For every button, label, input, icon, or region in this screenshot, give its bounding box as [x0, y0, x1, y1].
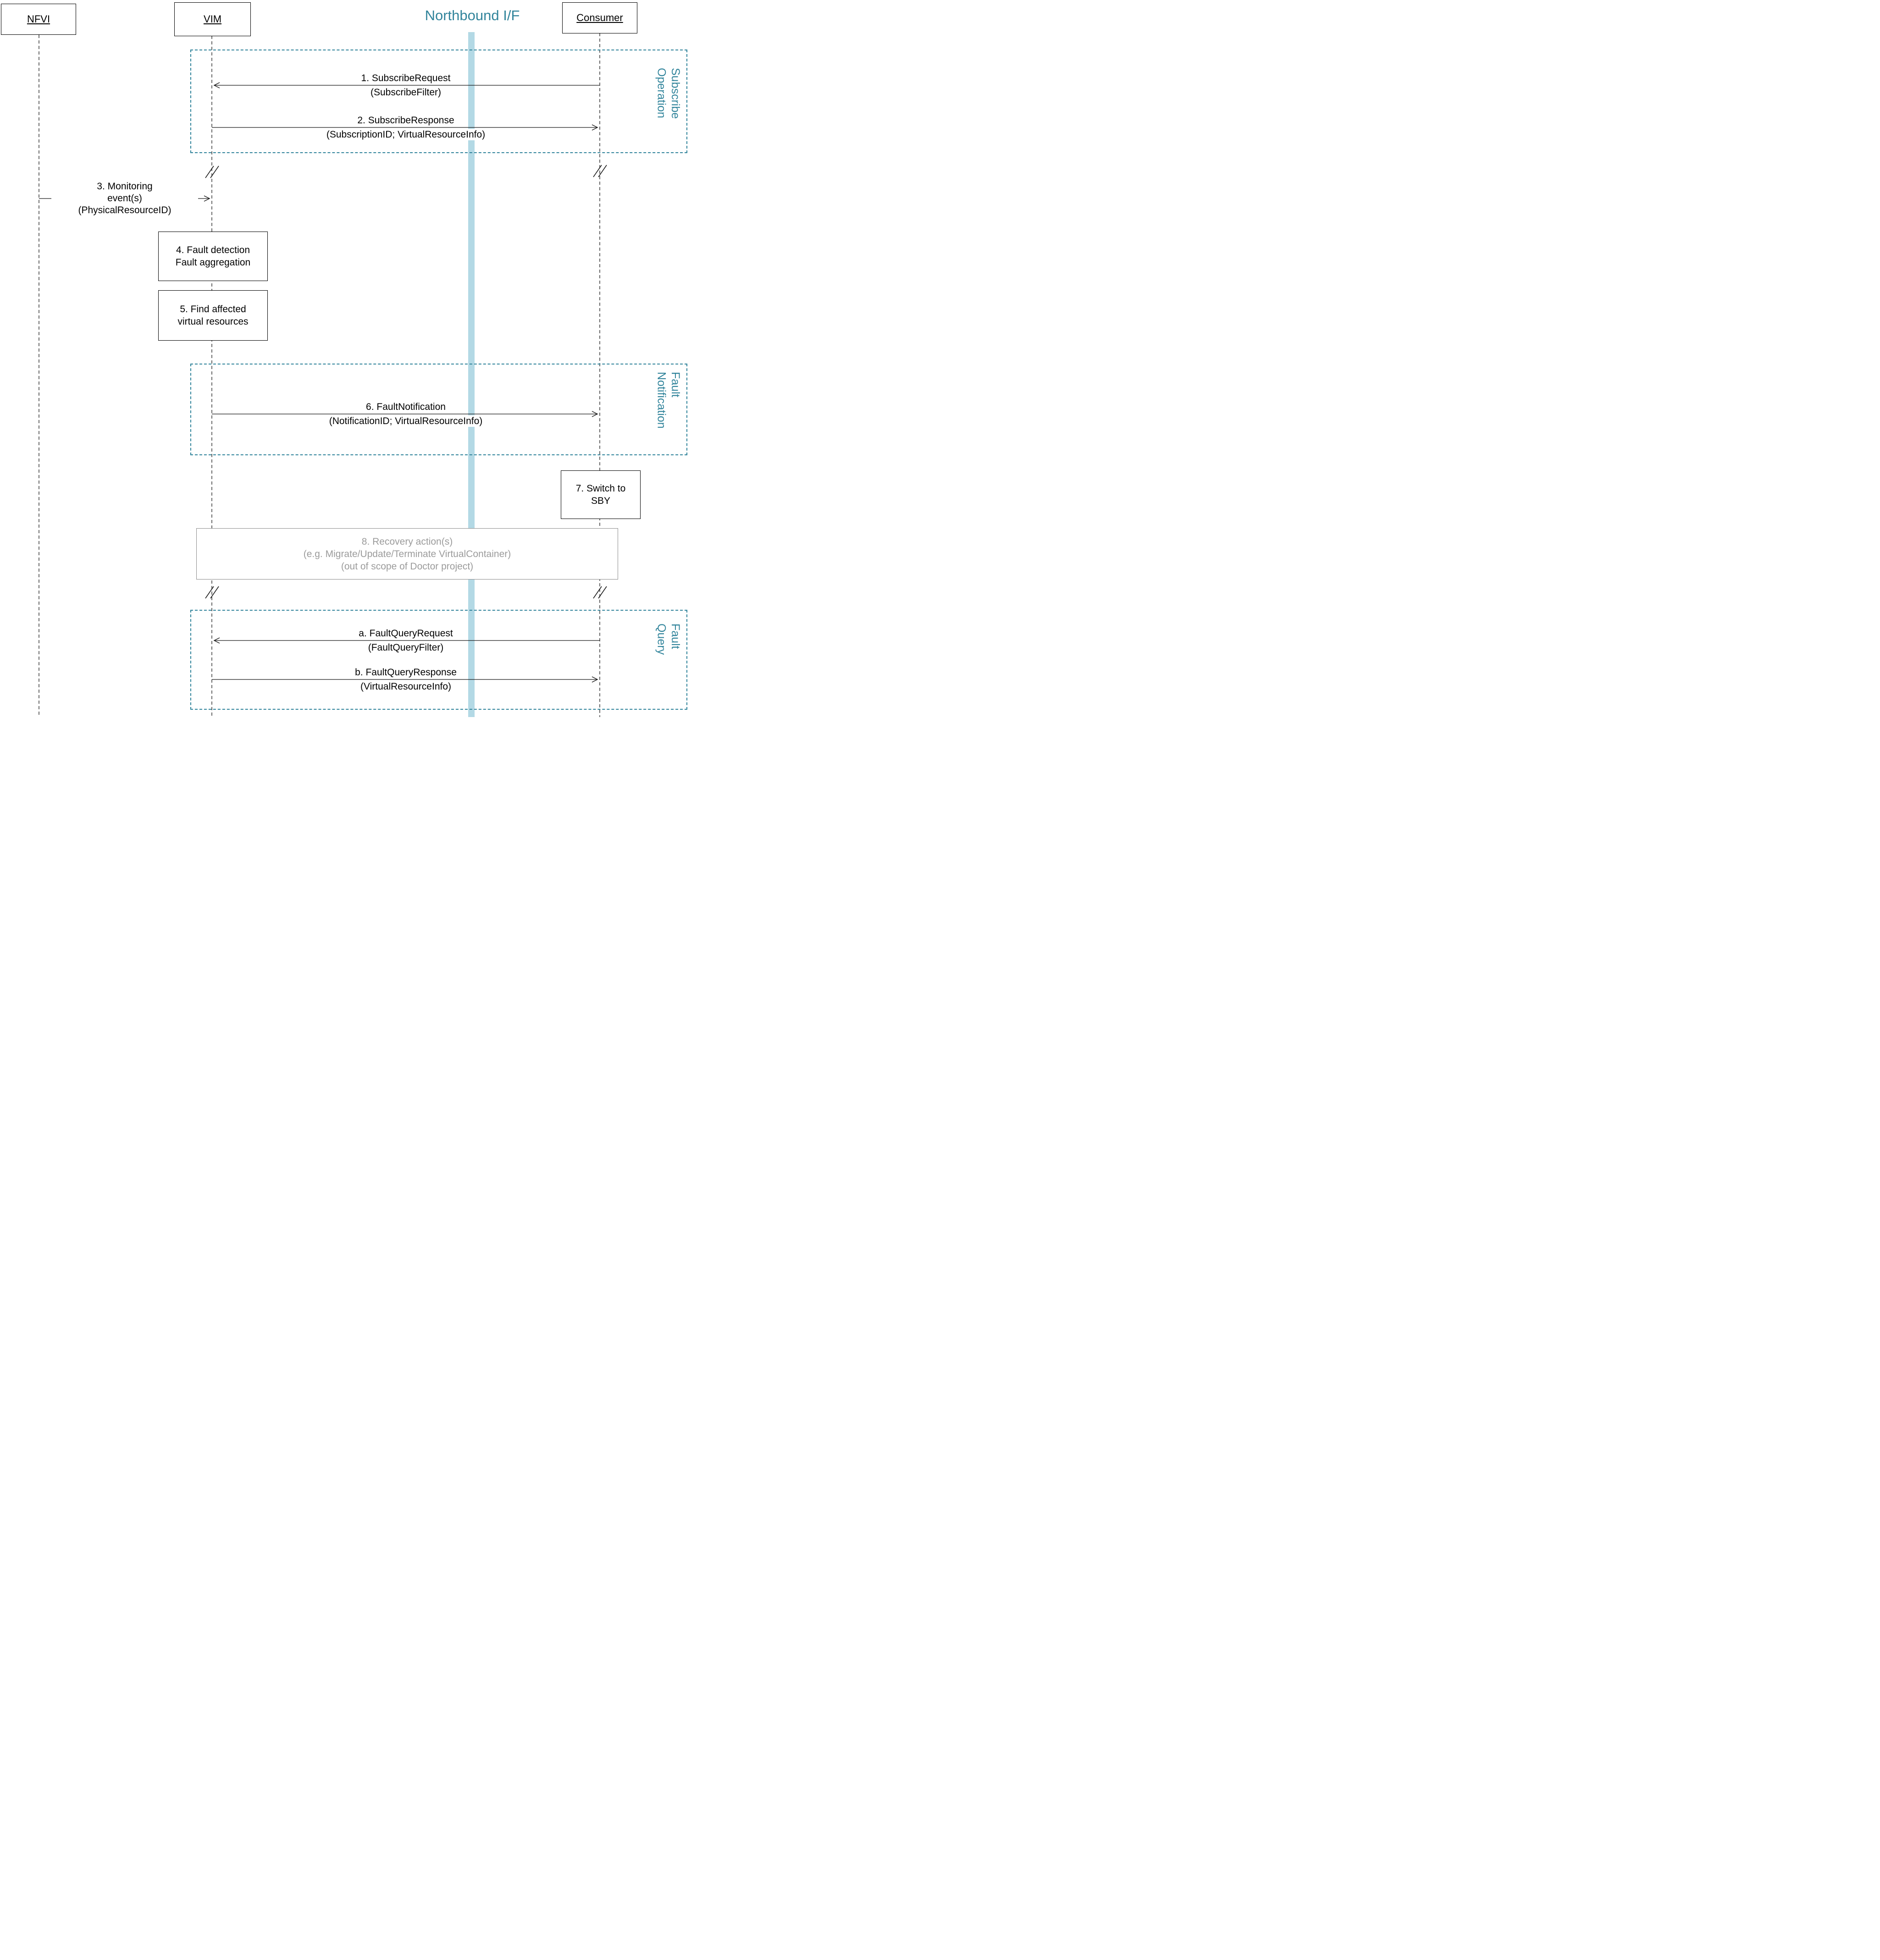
- break-mark-vim-top: [205, 166, 219, 178]
- actor-label-consumer: Consumer: [576, 12, 623, 23]
- activity-recovery-actions-line2: (e.g. Migrate/Update/Terminate VirtualCo…: [303, 548, 511, 559]
- region-fault-query: Fault Query: [190, 610, 687, 710]
- activity-recovery-actions-line3: (out of scope of Doctor project): [341, 561, 474, 572]
- message-monitoring-events-line2: event(s): [107, 193, 142, 204]
- message-subscribe-request: 1. SubscribeRequest (SubscribeFilter): [291, 72, 520, 98]
- activity-recovery-actions: 8. Recovery action(s) (e.g. Migrate/Upda…: [196, 528, 618, 580]
- actor-box-vim: VIM: [174, 2, 251, 36]
- message-subscribe-response-line2: (SubscriptionID; VirtualResourceInfo): [324, 129, 488, 140]
- activity-find-affected-resources-line1: 5. Find affected: [180, 304, 246, 315]
- region-fault-query-label: Fault Query: [654, 624, 683, 655]
- message-fault-query-request-line2: (FaultQueryFilter): [365, 642, 446, 653]
- region-fault-notification-label: Fault Notification: [654, 372, 683, 429]
- activity-fault-detection-line1: 4. Fault detection: [176, 245, 250, 255]
- message-monitoring-events-line3: (PhysicalResourceID): [78, 205, 171, 215]
- message-fault-query-response: b. FaultQueryResponse (VirtualResourceIn…: [291, 667, 520, 692]
- message-subscribe-response: 2. SubscribeResponse (SubscriptionID; Vi…: [291, 115, 520, 140]
- message-fault-notification-line2: (NotificationID; VirtualResourceInfo): [326, 415, 485, 427]
- region-subscribe-label-line1: Subscribe: [669, 68, 682, 119]
- activity-fault-detection-line2: Fault aggregation: [175, 257, 251, 268]
- break-mark-consumer-top: [593, 165, 607, 177]
- message-subscribe-request-line1: 1. SubscribeRequest: [359, 72, 453, 84]
- activity-fault-detection: 4. Fault detection Fault aggregation: [158, 232, 268, 281]
- message-fault-query-request: a. FaultQueryRequest (FaultQueryFilter): [291, 628, 520, 653]
- activity-switch-to-sby-line1: 7. Switch to: [575, 483, 626, 494]
- message-subscribe-request-line2: (SubscribeFilter): [368, 87, 444, 98]
- break-mark-vim-bottom: [205, 586, 219, 599]
- message-monitoring-events: 3. Monitoring event(s) (PhysicalResource…: [51, 180, 198, 217]
- page-title: Northbound I/F: [425, 7, 520, 23]
- break-mark-consumer-bottom: [593, 586, 607, 599]
- region-subscribe-operation: Subscribe Operation: [190, 50, 687, 153]
- sequence-diagram: Subscribe Operation Fault Notification F…: [0, 0, 688, 717]
- message-monitoring-events-line1: 3. Monitoring: [97, 181, 153, 192]
- activity-find-affected-resources: 5. Find affected virtual resources: [158, 290, 268, 341]
- region-subscribe-operation-label: Subscribe Operation: [654, 68, 683, 119]
- message-fault-notification: 6. FaultNotification (NotificationID; Vi…: [291, 401, 520, 427]
- activity-recovery-actions-line1: 8. Recovery action(s): [361, 536, 453, 547]
- region-query-label-line2: Query: [655, 624, 668, 655]
- message-fault-query-response-line1: b. FaultQueryResponse: [353, 667, 459, 678]
- message-fault-query-request-line1: a. FaultQueryRequest: [356, 628, 455, 639]
- region-fault-notification: Fault Notification: [190, 364, 687, 455]
- activity-find-affected-resources-line2: virtual resources: [177, 316, 249, 327]
- region-notification-label-line2: Notification: [655, 372, 668, 429]
- actor-label-nfvi: NFVI: [27, 13, 50, 25]
- message-fault-notification-line1: 6. FaultNotification: [364, 401, 448, 413]
- region-notification-label-line1: Fault: [669, 372, 682, 398]
- region-query-label-line1: Fault: [669, 624, 682, 649]
- activity-switch-to-sby: 7. Switch to SBY: [561, 470, 641, 519]
- activity-switch-to-sby-line2: SBY: [591, 496, 611, 506]
- message-fault-query-response-line2: (VirtualResourceInfo): [358, 681, 454, 692]
- actor-box-consumer: Consumer: [562, 2, 637, 33]
- region-subscribe-label-line2: Operation: [655, 68, 668, 118]
- message-subscribe-response-line1: 2. SubscribeResponse: [355, 115, 457, 126]
- actor-label-vim: VIM: [203, 13, 222, 25]
- actor-box-nfvi: NFVI: [1, 4, 76, 35]
